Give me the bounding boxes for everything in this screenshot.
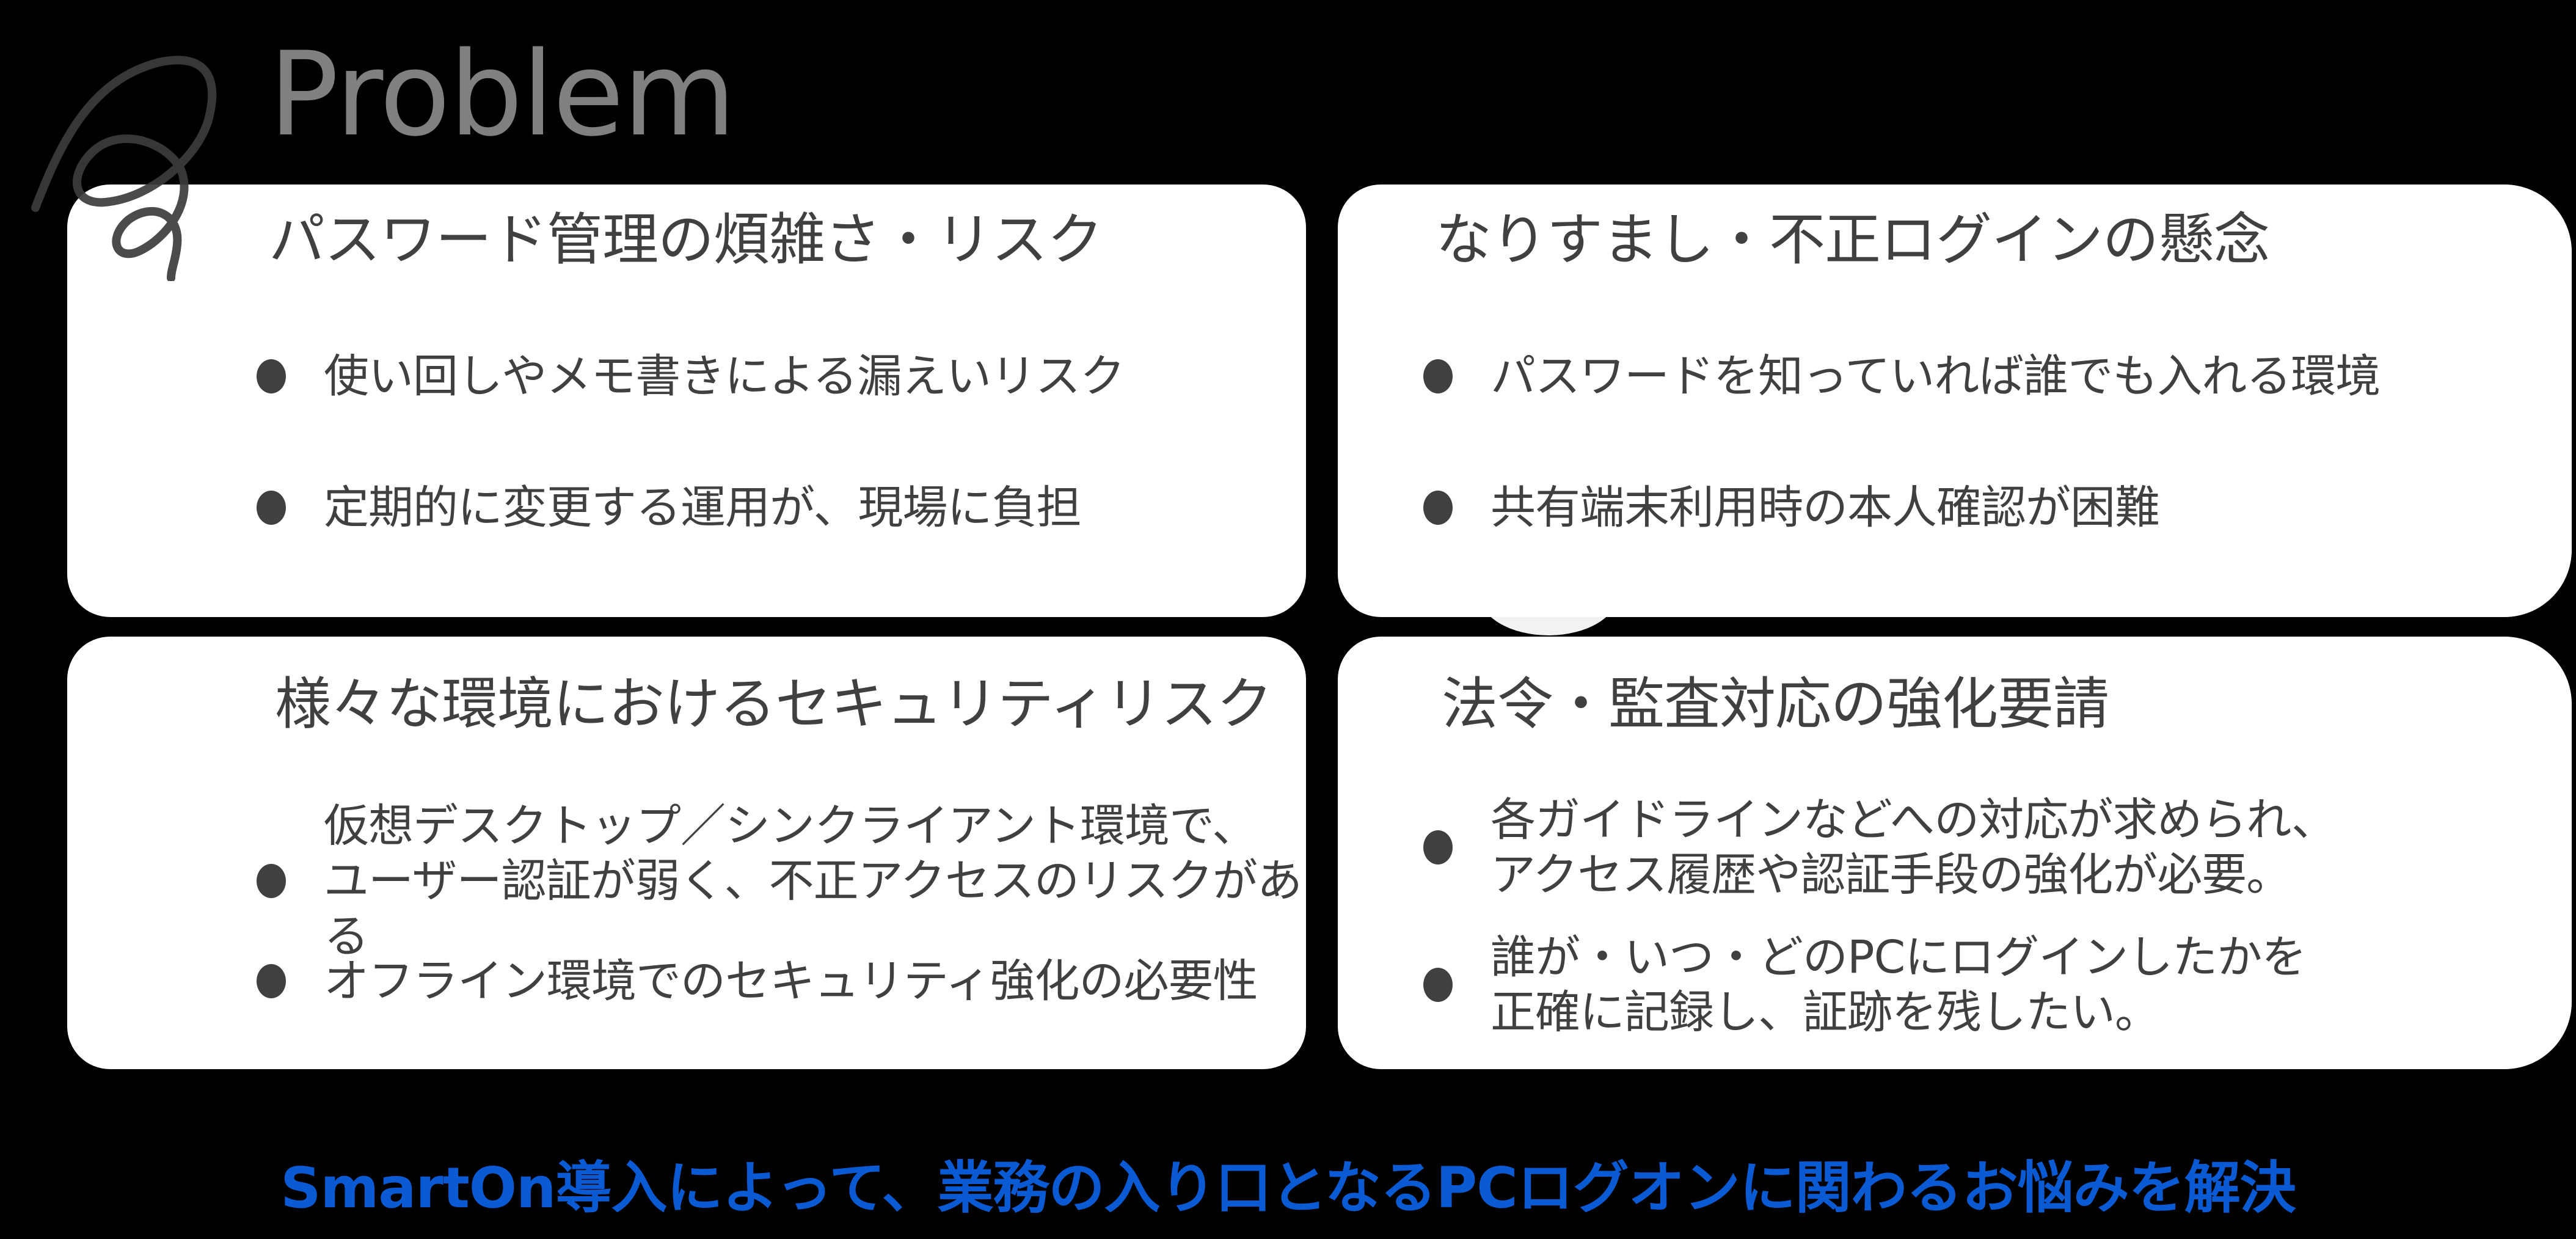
- bullet-dot-icon: [257, 491, 286, 525]
- bullet-dot-icon: [257, 359, 286, 394]
- bullet-item: オフライン環境でのセキュリティ強化の必要性: [257, 954, 1258, 1009]
- page-title: Problem: [269, 27, 736, 162]
- solution-message: SmartOn導入によって、業務の入り口となるPCログオンに関わるお悩みを解決: [280, 1155, 2296, 1221]
- problem-card-password: パスワード管理の煩雑さ・リスク 使い回しやメモ書きによる漏えいリスク 定期的に変…: [67, 185, 1306, 617]
- swirl-scribble-icon: [31, 56, 217, 281]
- problem-card-environment-security: 様々な環境におけるセキュリティリスク 仮想デスクトップ／シンクライアント環境で、…: [67, 637, 1306, 1069]
- bullet-text: 仮想デスクトップ／シンクライアント環境で、 ユーザー認証が弱く、不正アクセスのリ…: [324, 800, 1302, 963]
- bullet-text: 各ガイドラインなどへの対応が求められ、 アクセス履歴や認証手段の強化が必要。: [1491, 794, 2337, 902]
- bullet-item: 誰が・いつ・どのPCにログインしたかを 正確に記録し、証跡を残したい。: [1423, 930, 2307, 1040]
- bullet-text: 誰が・いつ・どのPCにログインしたかを 正確に記録し、証跡を残したい。: [1491, 931, 2307, 1039]
- bullet-dot-icon: [1423, 359, 1453, 394]
- bullet-item: 定期的に変更する運用が、現場に負担: [257, 481, 1082, 535]
- bullet-text: 使い回しやメモ書きによる漏えいリスク: [324, 350, 1125, 403]
- bullet-text: 定期的に変更する運用が、現場に負担: [324, 481, 1082, 534]
- bullet-dot-icon: [1423, 968, 1453, 1003]
- bullet-dot-icon: [1423, 830, 1453, 865]
- bullet-item: 仮想デスクトップ／シンクライアント環境で、 ユーザー認証が弱く、不正アクセスのリ…: [257, 799, 1306, 964]
- bullet-text: オフライン環境でのセキュリティ強化の必要性: [324, 955, 1258, 1007]
- bullet-dot-icon: [1423, 491, 1453, 525]
- card-heading: 法令・監査対応の強化要請: [1442, 671, 2109, 737]
- problem-card-compliance: 法令・監査対応の強化要請 各ガイドラインなどへの対応が求められ、 アクセス履歴や…: [1338, 637, 2572, 1069]
- card-heading: パスワード管理の煩雑さ・リスク: [269, 207, 1103, 272]
- bullet-item: 各ガイドラインなどへの対応が求められ、 アクセス履歴や認証手段の強化が必要。: [1423, 792, 2337, 903]
- bullet-item: 使い回しやメモ書きによる漏えいリスク: [257, 349, 1125, 404]
- bullet-text: パスワードを知っていれば誰でも入れる環境: [1491, 350, 2381, 403]
- problem-card-impersonation: なりすまし・不正ログインの懸念 パスワードを知っていれば誰でも入れる環境 共有端…: [1338, 185, 2572, 617]
- bullet-text: 共有端末利用時の本人確認が困難: [1491, 481, 2160, 534]
- bullet-dot-icon: [257, 964, 286, 999]
- bullet-dot-icon: [257, 864, 286, 899]
- bullet-item: パスワードを知っていれば誰でも入れる環境: [1423, 349, 2381, 404]
- bullet-item: 共有端末利用時の本人確認が困難: [1423, 481, 2160, 535]
- card-heading: 様々な環境におけるセキュリティリスク: [275, 671, 1272, 737]
- card-heading: なりすまし・不正ログインの懸念: [1436, 207, 2270, 272]
